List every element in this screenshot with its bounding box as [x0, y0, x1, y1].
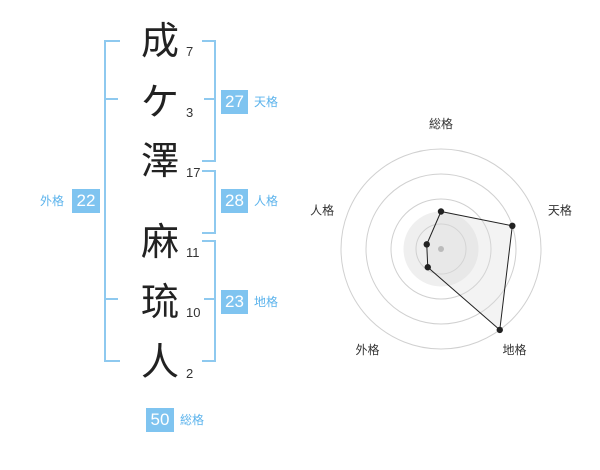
- stroke-count-1: 7: [186, 44, 194, 59]
- radar-axis-label: 人格: [310, 202, 334, 217]
- gaikaku-label: 外格: [40, 194, 65, 208]
- bracket-tick: [204, 98, 216, 100]
- kanji-6: 人: [140, 340, 179, 384]
- radar-point-3: [496, 326, 503, 334]
- radar-series-line: [426, 210, 513, 331]
- kanji-5: 琉: [140, 280, 179, 324]
- chikaku-label: 地格: [254, 295, 279, 309]
- chikaku-bracket: [202, 240, 216, 362]
- bracket-tick: [104, 298, 118, 300]
- radar-axis-label: 天格: [548, 202, 572, 217]
- radar-grid-ring: [365, 173, 517, 325]
- radar-axis-label: 総格: [429, 116, 453, 131]
- kanji-2: ケ: [140, 80, 179, 124]
- stroke-count-4: 11: [186, 245, 200, 260]
- chikaku-score: 23: [221, 290, 248, 314]
- radar-center-dot: [438, 246, 444, 252]
- tenkaku-bracket: [202, 40, 216, 162]
- stroke-count-2: 3: [186, 105, 194, 120]
- radar-point-2: [509, 222, 516, 230]
- kanji-1: 成: [140, 19, 179, 63]
- jinkaku-bracket: [202, 170, 216, 234]
- jinkaku-score: 28: [221, 189, 248, 213]
- radar-point-5: [423, 241, 430, 248]
- stroke-count-5: 10: [186, 305, 201, 320]
- radar-point-4: [424, 264, 431, 271]
- jinkaku-label: 人格: [254, 194, 279, 208]
- stroke-count-3: 17: [186, 165, 201, 180]
- radar-grid-ring: [415, 223, 467, 275]
- bracket-tick: [104, 98, 118, 100]
- soukaku-score: 50: [146, 408, 174, 432]
- tenkaku-label: 天格: [254, 95, 279, 109]
- bracket-tick: [204, 298, 216, 300]
- tenkaku-score: 27: [221, 90, 248, 114]
- radar-axis-label: 地格: [502, 342, 526, 357]
- radar-grid-ring: [390, 198, 492, 300]
- soukaku-label: 総格: [180, 413, 205, 427]
- radar-grid-ring: [340, 148, 542, 350]
- radar-axis-label: 外格: [356, 342, 380, 357]
- stroke-count-6: 2: [186, 366, 194, 381]
- kanji-3: 澤: [140, 139, 179, 183]
- kanji-4: 麻: [140, 220, 179, 264]
- gaikaku-score: 22: [72, 189, 100, 213]
- radar-point-1: [437, 208, 445, 215]
- gaikaku-bracket: [104, 40, 120, 362]
